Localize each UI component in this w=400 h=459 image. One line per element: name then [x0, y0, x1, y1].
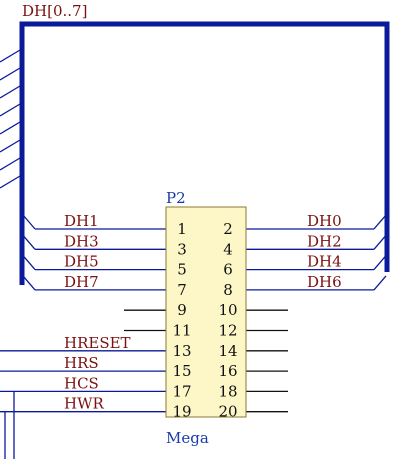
net-label: DH1 [64, 212, 99, 230]
net-label: HRS [64, 354, 99, 372]
pin-number: 4 [223, 240, 233, 258]
pin-number: 12 [218, 322, 237, 340]
pin-number: 15 [172, 362, 191, 380]
bus-entry [373, 234, 387, 250]
pin-number: 5 [177, 261, 187, 279]
bus-entry [0, 121, 21, 135]
bus-entry [0, 49, 21, 63]
net-label: DH6 [307, 273, 342, 291]
bus-entry [373, 255, 387, 271]
connector-wires [0, 214, 387, 459]
data-bus [0, 21, 390, 285]
pin-number: 6 [223, 261, 233, 279]
bus-entry [22, 214, 36, 230]
pin-number: 13 [172, 342, 191, 360]
header-body[interactable] [165, 206, 247, 418]
net-label: DH3 [64, 232, 99, 250]
pin-number: 1 [177, 220, 187, 238]
bus-entry [22, 275, 36, 291]
pin-number: 19 [172, 403, 191, 421]
bus-entry [0, 103, 21, 117]
pin-number: 18 [218, 382, 237, 400]
bus-entry [0, 157, 21, 171]
pin-number: 8 [223, 281, 233, 299]
pin-number: 11 [172, 322, 191, 340]
bus-entry [0, 67, 21, 81]
pin-number: 17 [172, 382, 191, 400]
pin-number: 3 [177, 240, 187, 258]
net-label: DH2 [307, 232, 342, 250]
net-label: DH5 [64, 253, 99, 271]
pin-number: 20 [218, 403, 237, 421]
pin-number: 16 [218, 362, 237, 380]
bus-entry [0, 139, 21, 153]
net-label: DH0 [307, 212, 342, 230]
bus-entry [0, 85, 21, 99]
pin-number: 9 [177, 301, 187, 319]
net-label: HRESET [64, 334, 131, 352]
pin-number: 2 [223, 220, 233, 238]
bus-entry [0, 175, 21, 189]
header-ref-label: P2 [166, 189, 186, 207]
bus-line [19, 21, 390, 285]
header-value-label: Mega [166, 429, 209, 447]
bus-entry [22, 234, 36, 250]
net-label: DH4 [307, 253, 342, 271]
pin-number: 14 [218, 342, 237, 360]
net-label: DH7 [64, 273, 99, 291]
bus-entry [373, 214, 387, 230]
net-label: HCS [64, 374, 99, 392]
pin-number: 7 [177, 281, 187, 299]
net-label: HWR [64, 395, 104, 413]
bus-entry [373, 275, 387, 291]
pin-number: 10 [218, 301, 237, 319]
bus-entry [22, 255, 36, 271]
bus-label: DH[0..7] [22, 2, 87, 20]
